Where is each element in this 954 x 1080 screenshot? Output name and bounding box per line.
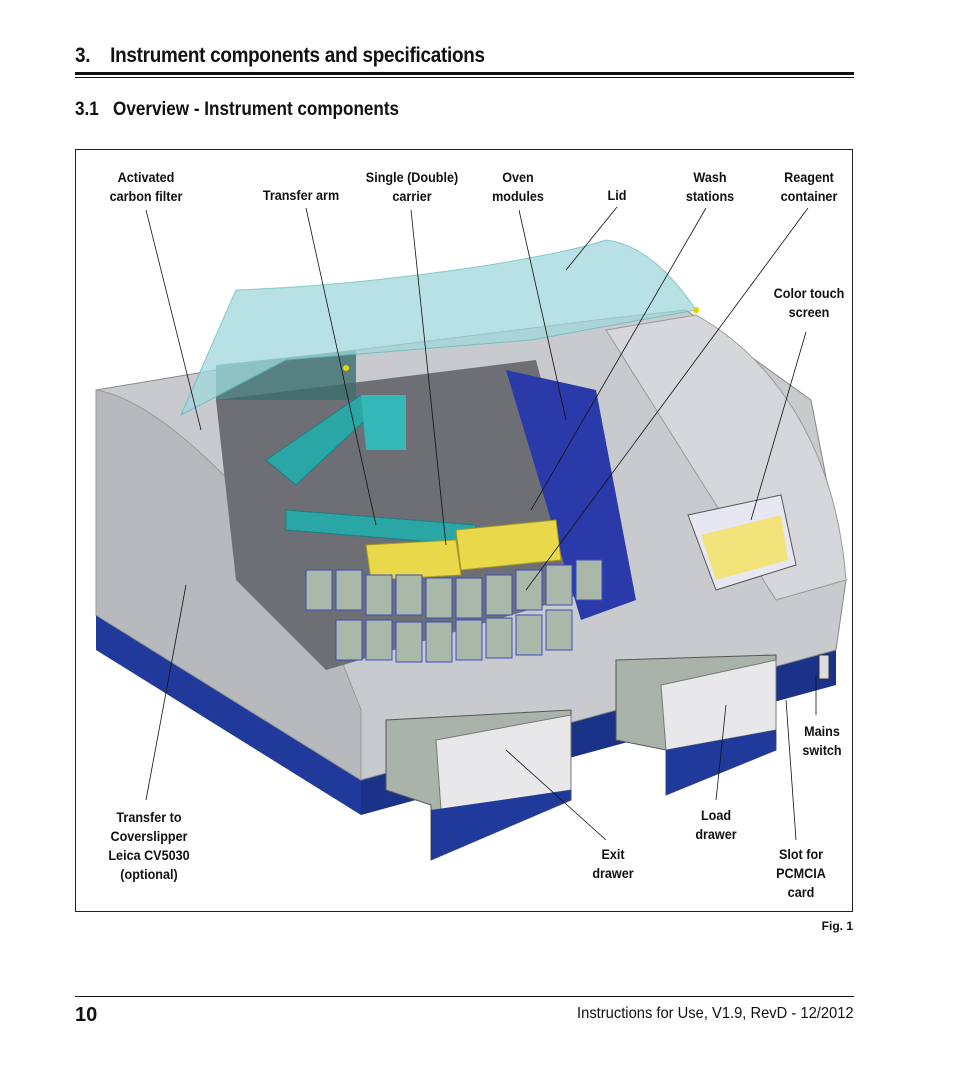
label-touch-screen: Color touch screen xyxy=(773,285,845,320)
label-carbon-filter: Activated carbon filter xyxy=(109,169,183,204)
heading-rule-thin xyxy=(75,77,854,78)
heading-rule-thick xyxy=(75,72,854,75)
label-exit-drawer: Exit drawer xyxy=(592,846,634,881)
instrument-figure: Activated carbon filter Transfer arm Sin… xyxy=(75,149,853,912)
touch-screen-keys xyxy=(701,515,788,580)
label-pcmcia-slot: Slot for PCMCIA card xyxy=(776,846,826,900)
label-lid: Lid xyxy=(607,187,627,203)
page-number: 10 xyxy=(75,1004,98,1026)
base-left-blue xyxy=(96,615,361,815)
figure-caption: Fig. 1 xyxy=(821,919,853,933)
carrier-left xyxy=(365,539,462,581)
section-heading: 3. Instrument components and specificati… xyxy=(75,44,485,68)
leader-lines xyxy=(145,206,817,841)
lid-hinge-right xyxy=(693,307,699,313)
transfer-arm-column xyxy=(361,395,406,450)
mains-switch xyxy=(818,654,830,680)
exit-drawer-base xyxy=(431,790,571,860)
subsection-heading: 3.1 Overview - Instrument components xyxy=(75,99,399,121)
label-oven-modules: Oven modules xyxy=(492,169,544,204)
label-load-drawer: Load drawer xyxy=(695,807,737,842)
label-carrier: Single (Double) carrier xyxy=(365,169,459,204)
section-number: 3. xyxy=(75,44,91,67)
reagent-baths xyxy=(305,559,603,663)
carrier-right xyxy=(455,519,562,571)
label-wash-stations: Wash stations xyxy=(685,169,735,204)
label-transfer-coverslipper: Transfer to Coverslipper Leica CV5030 (o… xyxy=(108,809,190,882)
document-info: Instructions for Use, V1.9, RevD - 12/20… xyxy=(577,1005,854,1022)
label-mains-switch: Mains switch xyxy=(802,723,842,758)
subsection-title: Overview - Instrument components xyxy=(113,99,400,120)
label-reagent-container: Reagent container xyxy=(780,169,838,204)
subsection-number: 3.1 xyxy=(75,99,99,120)
lid-hinge-left xyxy=(343,365,349,371)
label-transfer-arm: Transfer arm xyxy=(262,187,340,203)
instrument-illustration xyxy=(95,206,847,861)
oven-module-blue xyxy=(506,370,636,620)
section-title: Instrument components and specifications xyxy=(110,44,485,67)
footer-rule xyxy=(75,996,854,997)
load-drawer-base xyxy=(666,730,776,795)
